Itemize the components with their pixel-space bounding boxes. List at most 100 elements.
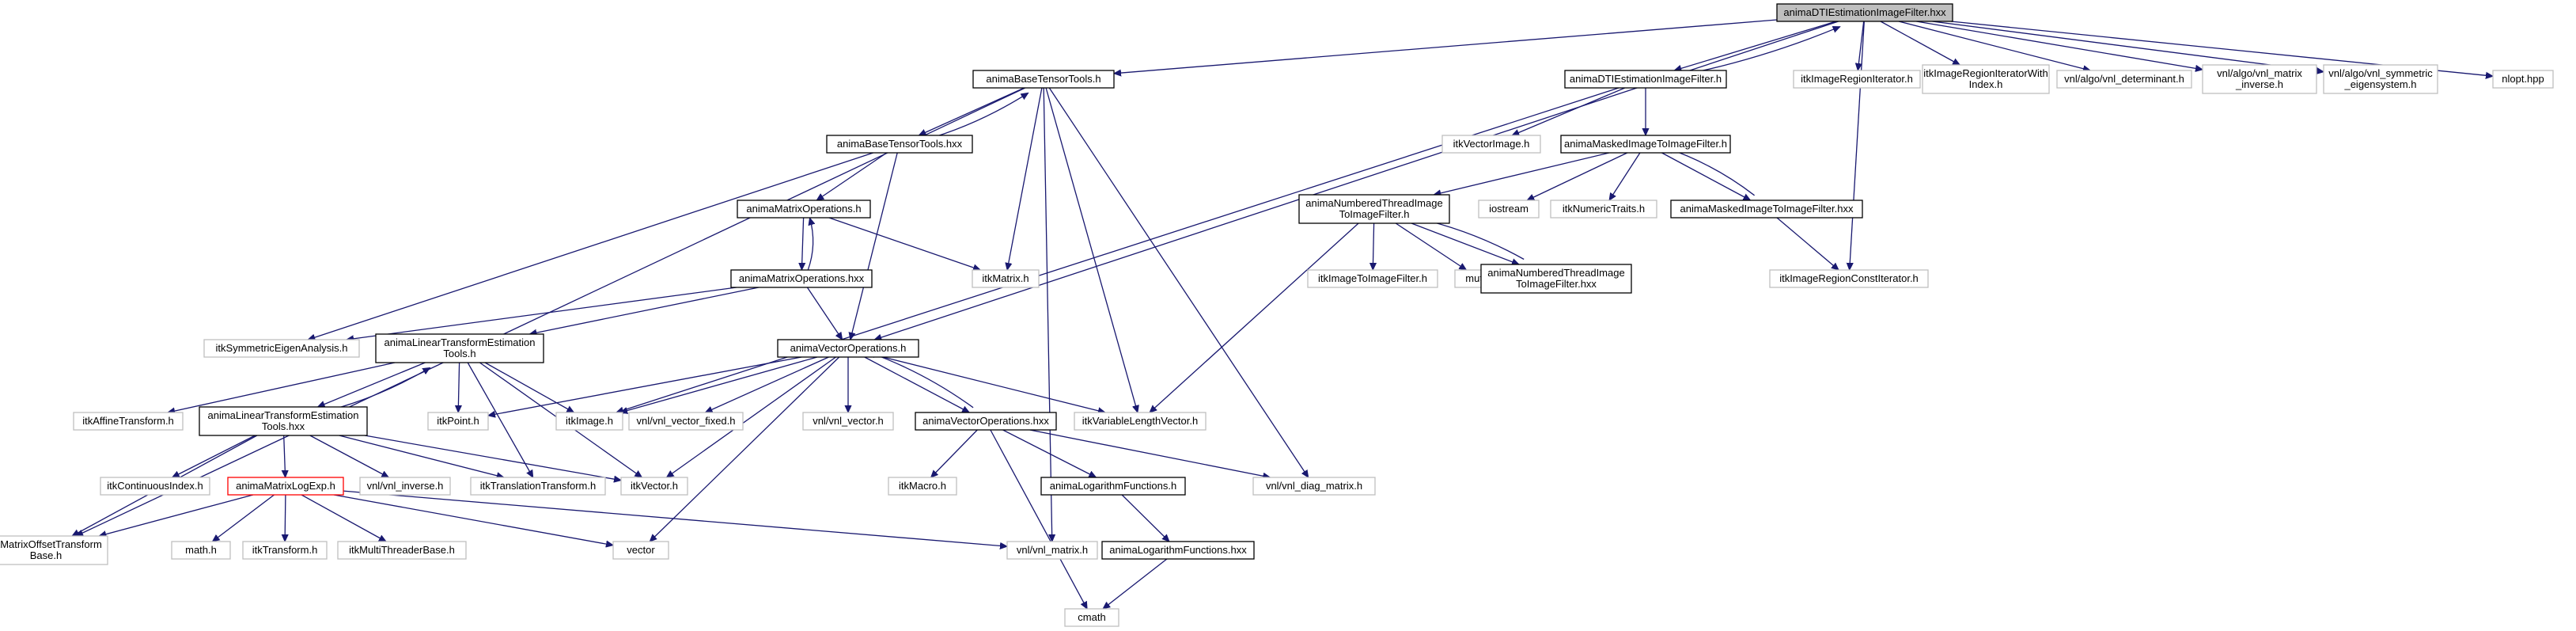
node-masked_h[interactable]: animaMaskedImageToImageFilter.h [1560,135,1731,154]
node-box-base_h[interactable] [972,70,1115,89]
node-label-itkMacro_h-line-1: itkMacro.h [899,480,946,492]
edge-masked_h-to-iostream [1527,152,1628,201]
node-vector: vector [612,541,669,560]
node-itkImageRegionConstIterator_h: itkImageRegionConstIterator.h [1769,269,1929,288]
node-label-numbered_hxx-line-2: ToImageFilter.hxx [1516,278,1597,290]
node-box-numbered_hxx[interactable] [1480,264,1632,294]
node-itkTransform_h: itkTransform.h [242,541,328,560]
edge-base_h-to-itkVariableLengthVector_h [1045,87,1138,412]
edge-base_h-to-vnl_diag_matrix_h [1048,87,1308,477]
node-numbered_hxx[interactable]: animaNumberedThreadImageToImageFilter.hx… [1480,264,1632,294]
edge-matops_hxx-to-vecops_h [806,287,842,340]
node-vnl_symmetric_eigensystem_h: vnl/algo/vnl_symmetric_eigensystem.h [2323,64,2438,94]
edge-masked_hxx-to-masked_h [1666,148,1755,196]
node-box-linest_h[interactable] [375,333,544,363]
edge-linest_h-to-itkImage_h [484,362,574,412]
edge-matops_h-to-itkMatrix_h [828,217,980,270]
node-vecops_h[interactable]: animaVectorOperations.h [777,339,919,358]
node-label-math_h-line-1: math.h [185,544,217,556]
node-box-linest_hxx[interactable] [199,406,368,436]
edge-vecops_hxx-to-cmath [990,429,1087,609]
node-label-numbered_hxx-line-1: animaNumberedThreadImage [1487,267,1624,279]
node-itkVector_h: itkVector.h [620,477,688,496]
edge-masked_h-to-numbered_h [1434,152,1610,195]
node-itkPoint_h: itkPoint.h [427,412,489,431]
node-label-vector-line-1: vector [627,544,655,556]
edge-root-to-itkImageRegionIterator_h [1858,21,1865,70]
node-vecops_hxx[interactable]: animaVectorOperations.hxx [915,412,1057,431]
node-label-itkContinuousIndex_h-line-1: itkContinuousIndex.h [107,480,203,492]
node-box-vnl_vector_fixed_h [628,412,744,431]
node-itkMultiThreaderBase_h: itkMultiThreaderBase.h [337,541,467,560]
edge-logexp_h-to-vnl_matrix_h [343,490,1007,546]
edge-root-to-vnl_symmetric_eigensystem_h [1932,21,2324,72]
node-box-dti_h[interactable] [1564,70,1727,89]
edge-linest_h-to-itkAffineTransform_h [168,362,396,412]
node-box-itkMatrixOffsetTransformBase_h [0,535,108,565]
node-box-vnl_inverse_h [359,477,451,496]
node-label-itkVector_h-line-1: itkVector.h [631,480,678,492]
node-label-itkNumericTraits_h-line-1: itkNumericTraits.h [1563,203,1645,215]
node-matops_h[interactable]: animaMatrixOperations.h [737,200,871,219]
node-label-linest_h-line-2: Tools.h [443,348,475,359]
node-base_h[interactable]: animaBaseTensorTools.h [972,70,1115,89]
node-box-logfun_hxx[interactable] [1101,541,1255,560]
node-matops_hxx[interactable]: animaMatrixOperations.hxx [730,269,873,288]
node-nlopt_hpp: nlopt.hpp [2492,70,2554,89]
node-box-root[interactable] [1776,3,1953,22]
node-label-itkImage_h-line-1: itkImage.h [566,415,613,427]
node-itkSymmetricEigenAnalysis_h: itkSymmetricEigenAnalysis.h [203,339,360,358]
node-label-itkVariableLengthVector_h-line-1: itkVariableLengthVector.h [1082,415,1198,427]
edge-linest_h-to-linest_hxx [318,362,426,407]
node-box-logexp_h[interactable] [227,477,344,496]
node-itkVariableLengthVector_h: itkVariableLengthVector.h [1074,412,1207,431]
node-root[interactable]: animaDTIEstimationImageFilter.hxx [1776,3,1953,22]
node-box-masked_h[interactable] [1560,135,1731,154]
node-dti_h[interactable]: animaDTIEstimationImageFilter.h [1564,70,1727,89]
node-box-numbered_h[interactable] [1298,194,1450,224]
nodes-layer: animaDTIEstimationImageFilter.hxx animaBa… [0,3,2554,627]
node-itkImage_h: itkImage.h [555,412,623,431]
node-vnl_inverse_h: vnl/vnl_inverse.h [359,477,451,496]
node-label-vnl_symmetric_eigensystem_h-line-2: _eigensystem.h [2343,78,2416,90]
node-label-itkMatrixOffsetTransformBase_h-line-1: itkMatrixOffsetTransform [0,538,102,550]
node-box-itkImageRegionIteratorWithIndex_h [1922,64,2050,94]
edge-matops_h-to-matops_hxx [801,217,803,270]
node-box-itkTranslationTransform_h [470,477,606,496]
node-label-itkImageToImageFilter_h-line-1: itkImageToImageFilter.h [1318,272,1427,284]
node-itkTranslationTransform_h: itkTranslationTransform.h [470,477,606,496]
node-label-root-line-1: animaDTIEstimationImageFilter.hxx [1783,6,1946,18]
node-logfun_hxx[interactable]: animaLogarithmFunctions.hxx [1101,541,1255,560]
node-label-vnl_determinant_h-line-1: vnl/algo/vnl_determinant.h [2064,73,2184,85]
node-label-linest_hxx-line-2: Tools.hxx [262,420,305,432]
node-label-logfun_hxx-line-1: animaLogarithmFunctions.hxx [1109,544,1247,556]
node-label-itkSymmetricEigenAnalysis_h-line-1: itkSymmetricEigenAnalysis.h [216,342,348,354]
node-box-matops_h[interactable] [737,200,871,219]
node-box-base_hxx[interactable] [826,135,973,154]
node-box-logfun_h[interactable] [1040,477,1186,496]
node-label-vnl_inverse_h-line-1: vnl/vnl_inverse.h [367,480,444,492]
node-label-numbered_h-line-1: animaNumberedThreadImage [1305,197,1442,209]
edge-root-to-vnl_determinant_h [1898,21,2090,70]
node-box-vnl_symmetric_eigensystem_h [2323,64,2438,94]
edge-dti_h-to-itkVectorImage_h [1512,87,1626,135]
node-box-vnl_matrix_h [1006,541,1098,560]
node-box-matops_hxx[interactable] [730,269,873,288]
node-label-vnl_vector_fixed_h-line-1: vnl/vnl_vector_fixed.h [636,415,735,427]
node-label-itkMatrix_h-line-1: itkMatrix.h [982,272,1029,284]
node-logfun_h[interactable]: animaLogarithmFunctions.h [1040,477,1186,496]
edge-base_hxx-to-itkSymmetricEigenAnalysis_h [308,152,873,340]
node-box-vecops_h[interactable] [777,339,919,358]
node-label-itkMatrixOffsetTransformBase_h-line-2: Base.h [30,549,62,561]
node-masked_hxx[interactable]: animaMaskedImageToImageFilter.hxx [1670,200,1863,219]
node-label-itkImageRegionIterator_h-line-1: itkImageRegionIterator.h [1801,73,1913,85]
node-box-vecops_hxx[interactable] [915,412,1057,431]
node-label-numbered_h-line-2: ToImageFilter.h [1339,208,1410,220]
node-box-masked_hxx[interactable] [1670,200,1863,219]
node-logexp_h[interactable]: animaMatrixLogExp.h [227,477,344,496]
node-base_hxx[interactable]: animaBaseTensorTools.hxx [826,135,973,154]
